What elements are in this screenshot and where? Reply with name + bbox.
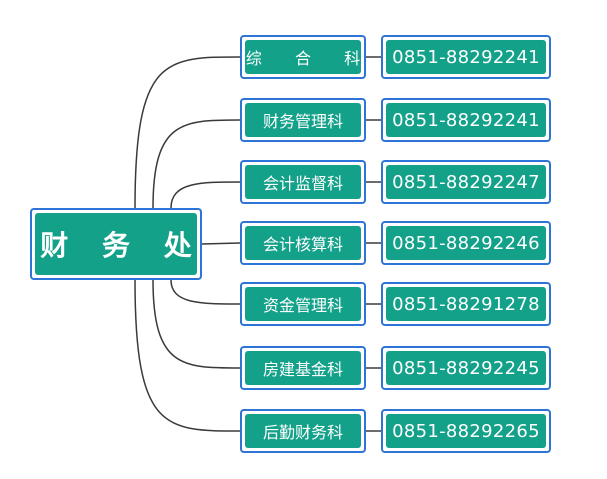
department-name: 后勤财务科: [245, 414, 361, 448]
root-node-label: 财 务 处: [35, 213, 197, 275]
phone-node: 0851-88292265: [381, 409, 551, 453]
department-name: 会计监督科: [245, 165, 361, 199]
phone-number: 0851-88292241: [386, 40, 546, 74]
root-to-department-connector: [170, 181, 241, 209]
phone-number: 0851-88292246: [386, 226, 546, 260]
department-node: 资金管理科: [240, 282, 366, 326]
phone-node: 0851-88292245: [381, 346, 551, 390]
phone-number: 0851-88291278: [386, 287, 546, 321]
department-name: 资金管理科: [245, 287, 361, 321]
phone-number: 0851-88292241: [386, 103, 546, 137]
phone-number: 0851-88292265: [386, 414, 546, 448]
phone-node: 0851-88292246: [381, 221, 551, 265]
department-name: 财务管理科: [245, 103, 361, 137]
root-to-department-connector: [134, 279, 241, 432]
department-node: 财务管理科: [240, 98, 366, 142]
root-to-department-connector: [134, 56, 241, 209]
department-name: 会计核算科: [245, 226, 361, 260]
phone-node: 0851-88292241: [381, 98, 551, 142]
root-to-department-connector: [152, 279, 241, 369]
department-name: 房建基金科: [245, 351, 361, 385]
phone-number: 0851-88292247: [386, 165, 546, 199]
root-node-finance-office: 财 务 处: [30, 208, 202, 280]
phone-node: 0851-88292247: [381, 160, 551, 204]
department-node: 房建基金科: [240, 346, 366, 390]
department-node: 会计核算科: [240, 221, 366, 265]
department-node: 会计监督科: [240, 160, 366, 204]
phone-number: 0851-88292245: [386, 351, 546, 385]
department-node: 综 合 科: [240, 35, 366, 79]
department-name: 综 合 科: [245, 40, 361, 74]
root-to-department-connector: [152, 119, 241, 209]
root-to-department-connector: [201, 242, 241, 245]
phone-node: 0851-88291278: [381, 282, 551, 326]
root-to-department-connector: [170, 279, 241, 305]
department-node: 后勤财务科: [240, 409, 366, 453]
phone-node: 0851-88292241: [381, 35, 551, 79]
